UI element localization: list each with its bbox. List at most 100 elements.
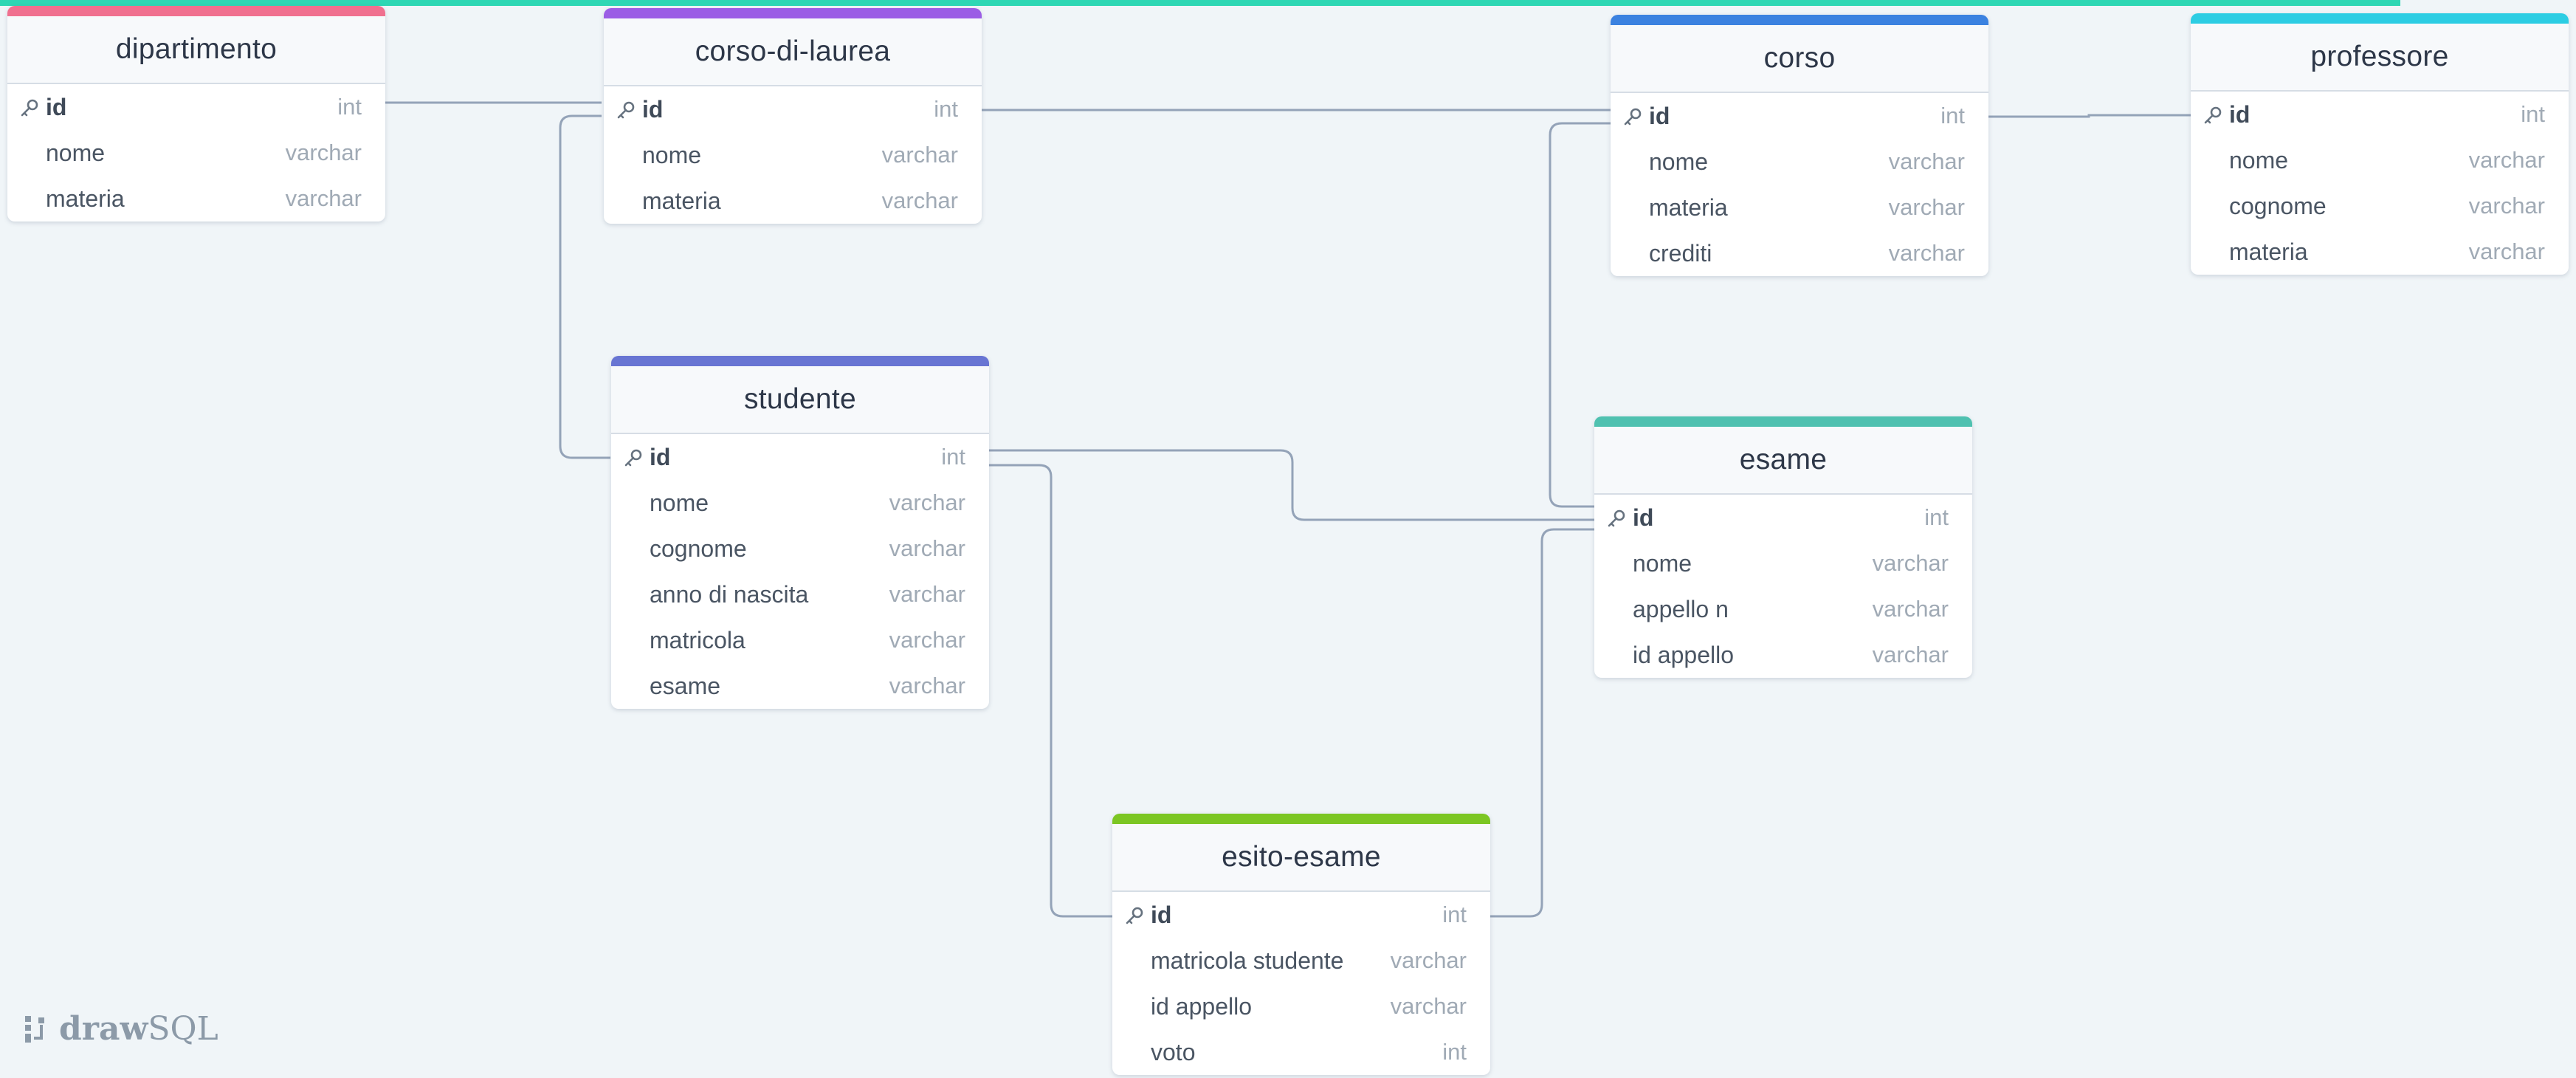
table-header[interactable]: dipartimento (7, 16, 385, 84)
column-name: id appello (1151, 992, 1252, 1020)
table-header[interactable]: esito-esame (1112, 824, 1490, 892)
table-header[interactable]: professore (2191, 24, 2569, 92)
table-header[interactable]: studente (611, 366, 989, 434)
column-name: appello n (1633, 595, 1729, 622)
column-name: id (1633, 504, 1654, 531)
column-row-id[interactable]: id int (1594, 495, 1972, 540)
drawsql-brand[interactable]: draw SQL (22, 1010, 218, 1048)
column-type: varchar (1872, 550, 1949, 576)
column-name: materia (642, 187, 721, 214)
table-header[interactable]: esame (1594, 427, 1972, 495)
column-type: varchar (1872, 596, 1949, 622)
brand-name-bold: draw (59, 1010, 148, 1048)
column-name: id (46, 93, 67, 120)
column-name: anno di nascita (650, 580, 809, 608)
table-corso-di-laurea[interactable]: corso-di-laurea id int nome varchar mate… (604, 8, 982, 224)
relation-esame-esito-esame (1490, 528, 1594, 918)
column-row-esame[interactable]: esame varchar (611, 663, 989, 709)
table-title: esito-esame (1222, 841, 1381, 873)
column-row-id-appello[interactable]: id appello varchar (1594, 632, 1972, 678)
column-row-matricola-studente[interactable]: matricola studente varchar (1112, 938, 1490, 983)
column-name: nome (2229, 146, 2289, 174)
column-row-id[interactable]: id int (1611, 93, 1988, 139)
table-title: studente (743, 383, 857, 415)
column-row-nome[interactable]: nome varchar (2191, 137, 2569, 183)
table-header[interactable]: corso (1611, 25, 1988, 93)
column-row-nome[interactable]: nome varchar (1594, 540, 1972, 586)
table-header[interactable]: corso-di-laurea (604, 18, 982, 86)
key-icon (616, 100, 636, 120)
column-type: int (1924, 504, 1949, 530)
column-row-voto[interactable]: voto int (1112, 1029, 1490, 1075)
drawsql-logo-icon (22, 1013, 53, 1046)
table-title: corso-di-laurea (695, 35, 891, 67)
column-name: voto (1151, 1038, 1196, 1065)
column-row-id-appello[interactable]: id appello varchar (1112, 983, 1490, 1029)
key-icon (1124, 906, 1145, 925)
column-row-cognome[interactable]: cognome varchar (611, 526, 989, 571)
column-name: matricola studente (1151, 947, 1344, 974)
relation-corso-di-laurea-studente (559, 114, 610, 459)
table-dipartimento[interactable]: dipartimento id int nome varchar materia… (7, 6, 385, 222)
table-title: esame (1739, 444, 1828, 476)
column-row-materia[interactable]: materia varchar (1611, 185, 1988, 230)
column-row-matricola[interactable]: matricola varchar (611, 617, 989, 663)
column-type: varchar (881, 142, 958, 168)
top-progress-bar (0, 0, 2400, 6)
column-name: esame (650, 672, 721, 699)
column-row-cognome[interactable]: cognome varchar (2191, 183, 2569, 229)
column-name: id (1151, 901, 1172, 928)
column-name: nome (1649, 148, 1709, 175)
relation-studente-esito-esame (989, 464, 1112, 918)
column-row-materia[interactable]: materia varchar (7, 176, 385, 222)
column-row-appello-n[interactable]: appello n varchar (1594, 586, 1972, 632)
key-icon (623, 448, 644, 467)
column-row-materia[interactable]: materia varchar (604, 178, 982, 224)
column-row-id[interactable]: id int (1112, 892, 1490, 938)
column-row-nome[interactable]: nome varchar (1611, 139, 1988, 185)
brand-name-light: SQL (148, 1010, 218, 1048)
column-row-anno-di-nascita[interactable]: anno di nascita varchar (611, 571, 989, 617)
column-type: int (1940, 103, 1965, 128)
table-esito-esame[interactable]: esito-esame id int matricola studente va… (1112, 814, 1490, 1075)
column-row-id[interactable]: id int (611, 434, 989, 480)
column-type: varchar (1888, 240, 1965, 266)
column-row-crediti[interactable]: crediti varchar (1611, 230, 1988, 276)
column-row-id[interactable]: id int (7, 84, 385, 130)
table-corso[interactable]: corso id int nome varchar materia varcha… (1611, 15, 1988, 276)
column-type: varchar (889, 535, 965, 561)
column-row-id[interactable]: id int (2191, 92, 2569, 137)
key-icon (2203, 106, 2223, 125)
column-type: varchar (889, 490, 965, 515)
relation-corso-professore (1988, 114, 2191, 118)
column-type: varchar (2468, 193, 2545, 219)
column-name: materia (46, 185, 125, 212)
column-type: varchar (1888, 194, 1965, 220)
column-name: materia (1649, 193, 1728, 221)
column-type: varchar (889, 673, 965, 698)
column-name: cognome (2229, 192, 2327, 219)
table-title: professore (2310, 41, 2449, 72)
column-name: cognome (650, 535, 747, 562)
column-row-materia[interactable]: materia varchar (2191, 229, 2569, 275)
column-type: int (2521, 101, 2545, 127)
column-name: materia (2229, 238, 2308, 265)
column-type: int (1442, 902, 1467, 927)
column-name: id (2229, 100, 2250, 128)
column-name: nome (642, 141, 702, 168)
column-type: int (1442, 1039, 1467, 1065)
column-row-id[interactable]: id int (604, 86, 982, 132)
column-row-nome[interactable]: nome varchar (7, 130, 385, 176)
column-name: crediti (1649, 239, 1712, 267)
column-name: id appello (1633, 641, 1734, 668)
table-studente[interactable]: studente id int nome varchar cognome var… (611, 356, 989, 709)
table-professore[interactable]: professore id int nome varchar cognome v… (2191, 13, 2569, 275)
column-row-nome[interactable]: nome varchar (604, 132, 982, 178)
key-icon (1606, 509, 1627, 528)
table-esame[interactable]: esame id int nome varchar appello n varc… (1594, 416, 1972, 678)
column-type: int (337, 94, 362, 120)
column-type: varchar (1390, 947, 1467, 973)
key-icon (19, 98, 40, 117)
column-row-nome[interactable]: nome varchar (611, 480, 989, 526)
